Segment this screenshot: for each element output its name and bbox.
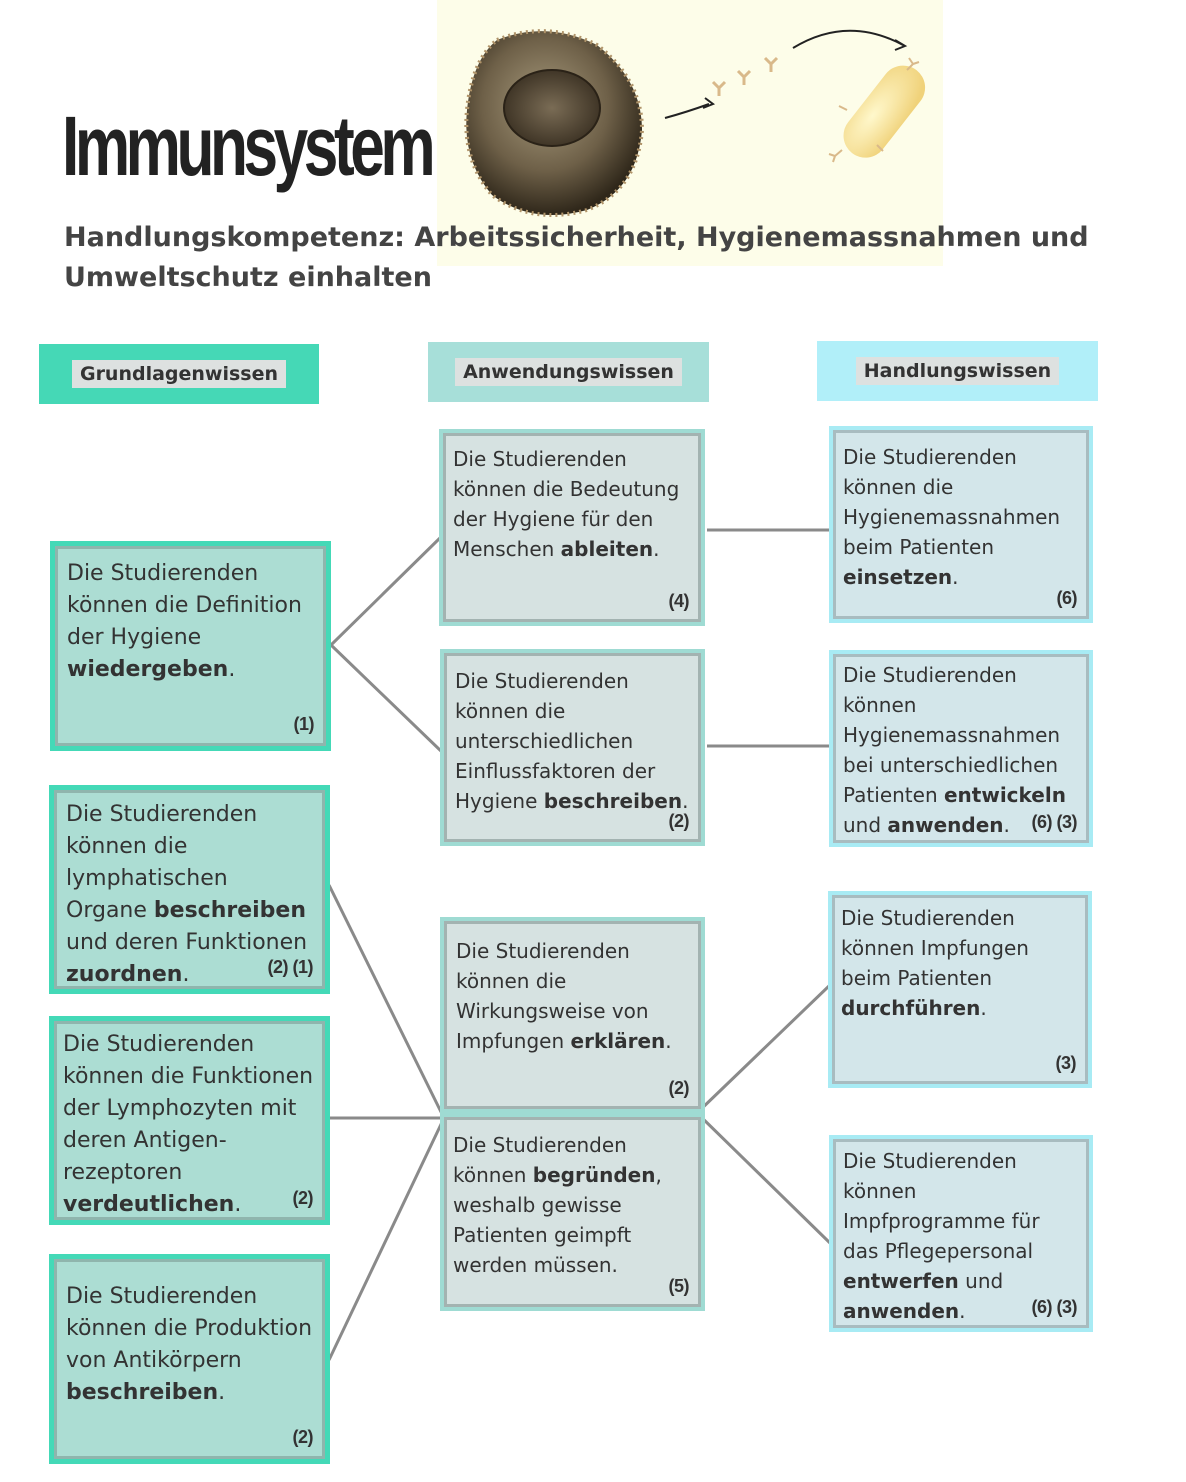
objective-reference: (6) (1056, 588, 1078, 608)
connector-line (695, 1111, 832, 1245)
connector-line (327, 884, 446, 1119)
connector-line (695, 983, 832, 1115)
objective-text: Die Studierenden können die Bedeutung de… (453, 447, 680, 561)
objective-box-g2: Die Studierenden können die lymphatische… (49, 785, 330, 994)
objective-text: Die Studierenden können die Wirkungsweis… (456, 939, 672, 1053)
objective-box-h3: Die Studierenden können Impfungen beim P… (828, 891, 1092, 1088)
column-header-grundlagenwissen: Grundlagenwissen (39, 344, 319, 404)
column-header-label: Handlungswissen (855, 357, 1060, 385)
objective-reference: (3) (1055, 1053, 1077, 1073)
objective-text: Die Studierenden können Impfungen beim P… (841, 906, 1029, 1020)
objective-reference: (6) (3) (1031, 812, 1078, 832)
connector-line (327, 1117, 446, 1361)
column-header-handlungswissen: Handlungswissen (817, 341, 1098, 401)
objective-box-h1: Die Studierenden können die Hygienemassn… (829, 426, 1093, 623)
immune-cell-icon (464, 29, 926, 217)
objective-box-a2: Die Studierenden können die unterschiedl… (440, 649, 705, 846)
objective-box-h2: Die Studierenden können Hygienemassnahme… (829, 650, 1093, 847)
objective-text: Die Studierenden können Impfprogramme fü… (843, 1149, 1040, 1323)
objective-text: Die Studierenden können begründen, wesha… (453, 1133, 662, 1277)
objective-reference: (2) (292, 1427, 314, 1447)
objective-text: Die Studierenden können die lymphatische… (66, 802, 308, 987)
objective-reference: (1) (293, 714, 315, 734)
objective-box-h4: Die Studierenden können Impfprogramme fü… (829, 1135, 1093, 1332)
objective-reference: (4) (668, 591, 690, 611)
page-title: Immunsystem I (62, 99, 461, 193)
objective-text: Die Studierenden können die Produktion v… (66, 1284, 313, 1405)
objective-reference: (6) (3) (1031, 1297, 1078, 1317)
column-header-anwendungswissen: Anwendungswissen (428, 342, 709, 402)
immune-cell-illustration (437, 0, 943, 266)
objective-reference: (2) (668, 1078, 690, 1098)
connector-line (329, 643, 444, 754)
column-header-label: Anwendungswissen (455, 358, 682, 386)
objective-text: Die Studierenden können die Definition d… (67, 561, 302, 682)
objective-reference: (2) (668, 811, 690, 831)
objective-reference: (2) (1) (267, 957, 314, 977)
objective-text: Die Studierenden können die Funktionen d… (63, 1032, 314, 1217)
objective-box-g3: Die Studierenden können die Funktionen d… (49, 1016, 330, 1225)
objective-box-a4: Die Studierenden können begründen, wesha… (440, 1113, 705, 1311)
column-header-label: Grundlagenwissen (71, 360, 287, 388)
objective-text: Die Studierenden können die unterschiedl… (455, 669, 689, 813)
objective-box-g4: Die Studierenden können die Produktion v… (49, 1254, 330, 1464)
objective-reference: (2) (292, 1188, 314, 1208)
objective-box-a3: Die Studierenden können die Wirkungsweis… (440, 917, 705, 1113)
connector-line (329, 534, 444, 647)
objective-box-g1: Die Studierenden können die Definition d… (50, 541, 331, 751)
objective-text: Die Studierenden können die Hygienemassn… (843, 445, 1061, 589)
objective-reference: (5) (668, 1276, 690, 1296)
objective-text: Die Studierenden können Hygienemassnahme… (843, 663, 1066, 837)
objective-box-a1: Die Studierenden können die Bedeutung de… (439, 429, 705, 626)
subtitle: Handlungskompetenz: Arbeitssicherheit, H… (64, 222, 1089, 293)
